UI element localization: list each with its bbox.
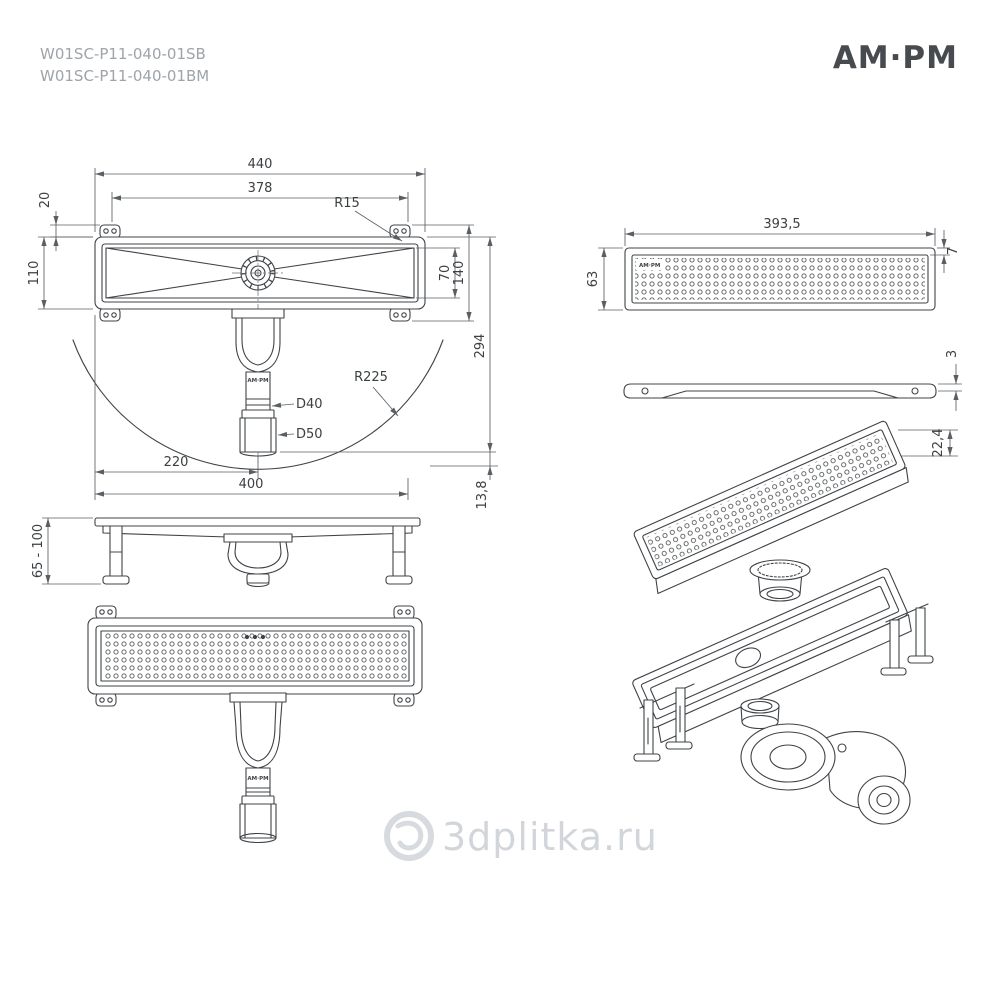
dim-drain-offset: 220 <box>164 455 189 470</box>
exploded-drain-insert <box>749 559 811 602</box>
dim-total-width: 440 <box>248 157 273 172</box>
exploded-siphon <box>740 723 911 825</box>
brand-mark-grate: AM·PM <box>639 263 660 269</box>
dim-grate-length: 393,5 <box>763 217 800 232</box>
exploded-view <box>632 420 934 825</box>
grate-profile-view: 3 22,4 <box>623 350 962 458</box>
brand-logo: AM·PM <box>832 40 958 76</box>
side-view: 65 - 100 <box>31 517 421 588</box>
dim-opening-height: 70 <box>438 265 453 282</box>
product-code-2: W01SC-P11-040-01BM <box>40 66 210 85</box>
exploded-grate <box>633 420 909 595</box>
dim-grate-height: 22,4 <box>931 429 946 458</box>
perforated-grate-field <box>103 633 407 679</box>
dim-tab-span: 140 <box>452 261 467 286</box>
brand-mark-plan-trap: AM·PM <box>247 378 268 384</box>
dim-base-length: 400 <box>239 477 264 492</box>
perforated-grate-field <box>635 258 925 300</box>
product-code-1: W01SC-P11-040-01SB <box>40 45 206 63</box>
grate-top-view: AM·PM 393,5 63 7 <box>586 217 961 311</box>
watermark: 3dplitka.ru <box>384 811 658 861</box>
dim-corner-radius: R15 <box>334 196 360 211</box>
dim-hole-span: 378 <box>248 181 273 196</box>
watermark-logo-icon <box>384 811 434 861</box>
dim-edge-offset: 20 <box>38 192 53 209</box>
brand-mark-front-trap: AM·PM <box>247 776 268 782</box>
product-codes: W01SC-P11-040-01SB W01SC-P11-040-01BM <box>40 44 209 88</box>
dim-grate-frame: 7 <box>946 247 961 255</box>
exploded-tray <box>632 568 912 744</box>
exploded-bracket-right <box>880 603 934 676</box>
dim-grate-width: 63 <box>586 271 601 288</box>
plan-view: AM·PM 440 378 R15 20 <box>27 157 498 509</box>
dim-swivel-radius: R225 <box>354 370 388 385</box>
dim-body-height: 110 <box>27 261 42 286</box>
assembled-plan-view: AM·PM <box>87 605 423 844</box>
dim-outlet-d50: D50 <box>296 427 323 442</box>
dim-adjust-height: 65 - 100 <box>31 524 46 578</box>
watermark-text: 3dplitka.ru <box>442 815 658 859</box>
dim-profile-thickness: 3 <box>945 350 960 358</box>
dim-total-depth: 294 <box>473 334 488 359</box>
dim-offset-13-8: 13,8 <box>475 481 490 510</box>
dim-outlet-d40: D40 <box>296 397 323 412</box>
exploded-bracket-left <box>633 683 695 762</box>
exploded-collar <box>740 698 780 730</box>
